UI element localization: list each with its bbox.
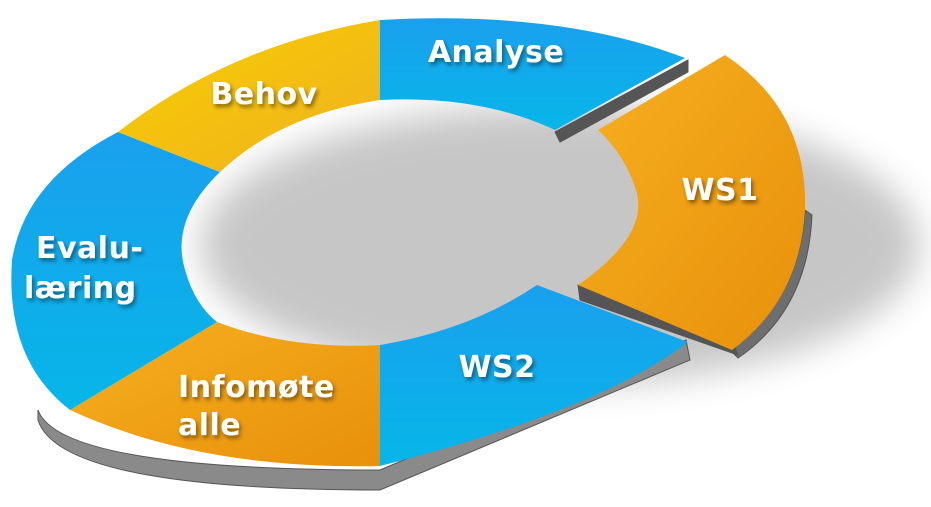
segment-ws1 xyxy=(578,55,806,350)
segment-behov xyxy=(118,20,380,172)
segment-infomote xyxy=(70,322,380,467)
label-ws2: WS2 xyxy=(458,350,535,385)
label-behov: Behov xyxy=(210,77,317,112)
ring-sides xyxy=(37,59,813,491)
label-ws1: WS1 xyxy=(681,173,758,208)
label-analyse: Analyse xyxy=(428,35,564,70)
label-infomote: Infomøte alle xyxy=(178,370,346,443)
segment-ws2 xyxy=(380,285,688,466)
label-evalu: Evalu- læring xyxy=(24,231,154,306)
segment-evalu xyxy=(11,132,220,410)
segment-analyse xyxy=(380,18,685,130)
